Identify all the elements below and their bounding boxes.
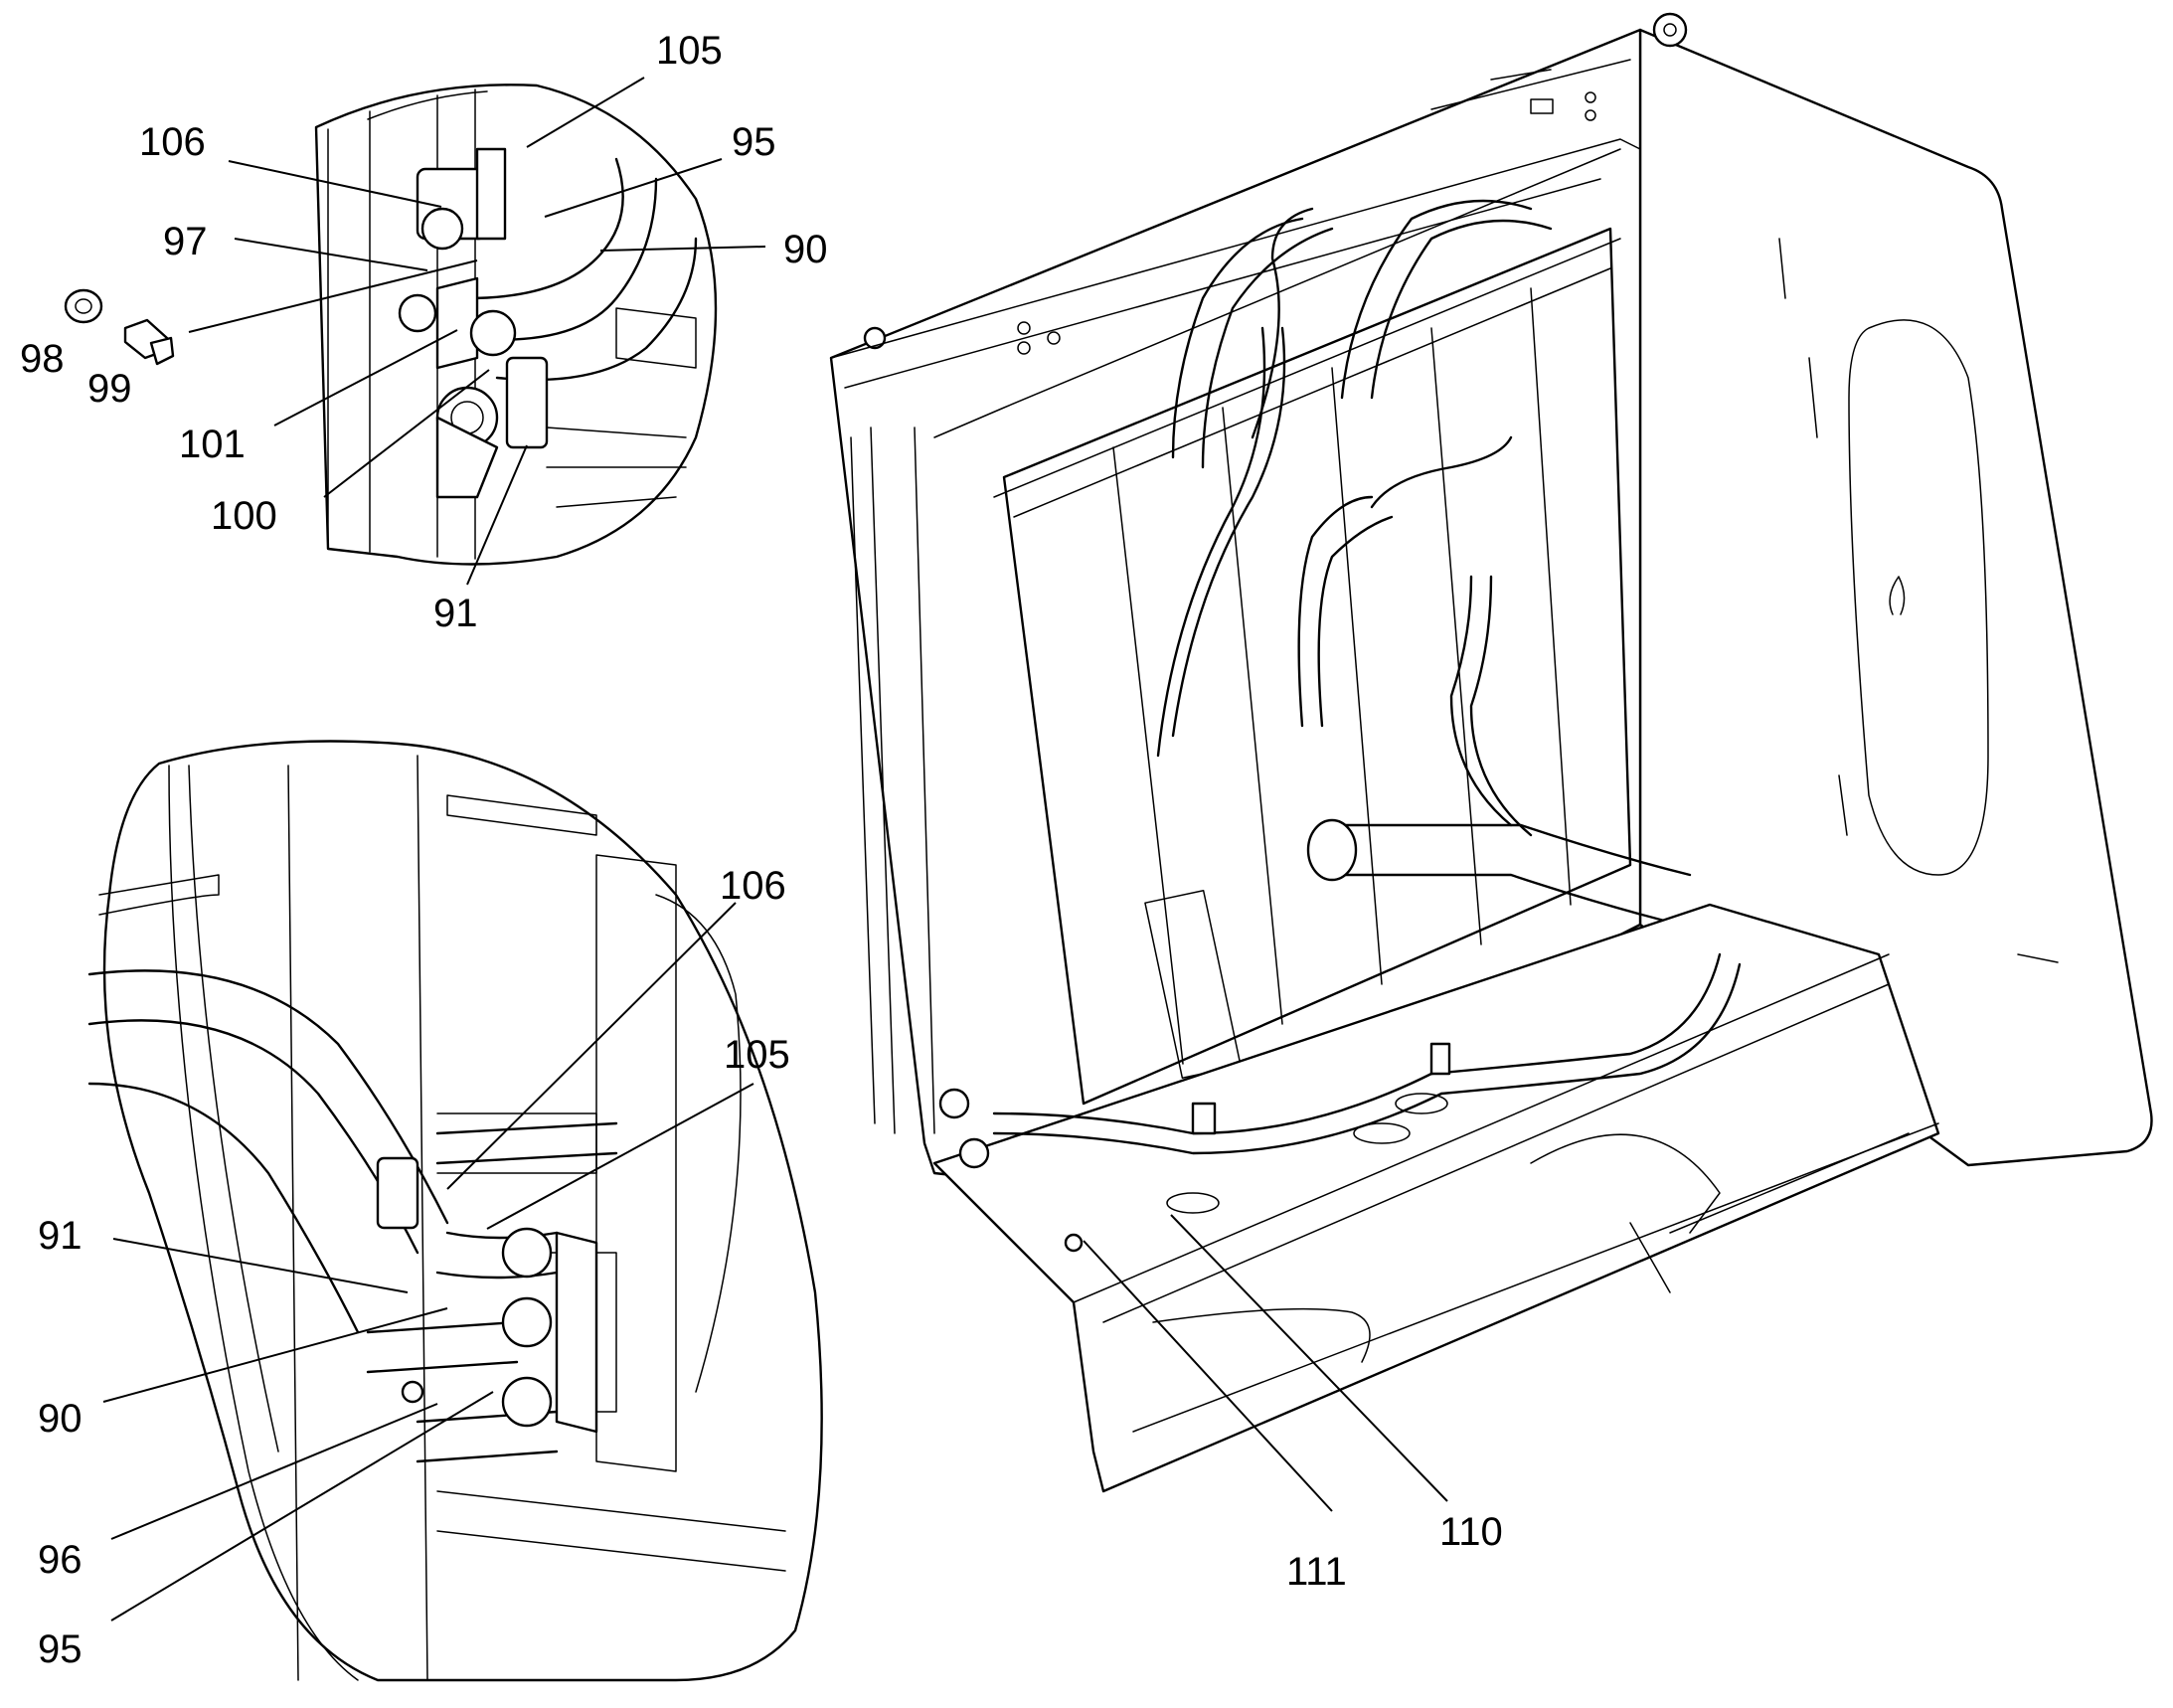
bottom-callout-91: 91 [38, 1214, 83, 1258]
bottom-detail-view: 106 105 91 90 96 95 [38, 740, 823, 1682]
main-assembly-view: 111 110 [829, 12, 2153, 1594]
bottom-callout-105: 105 [724, 1033, 790, 1077]
top-detail-outline [314, 84, 718, 566]
top-callout-105: 105 [656, 29, 723, 73]
top-callout-97: 97 [163, 220, 208, 263]
top-callout-99: 99 [87, 367, 132, 411]
main-callout-110: 110 [1439, 1510, 1503, 1554]
bottom-callout-95: 95 [38, 1627, 83, 1671]
washer-part [64, 288, 103, 324]
radiator-core [1002, 227, 1632, 1106]
top-callout-100: 100 [211, 494, 277, 538]
side-oval-cutout [1848, 319, 1989, 876]
top-callout-95: 95 [732, 120, 776, 164]
bottom-callout-96: 96 [38, 1538, 83, 1582]
bottom-detail-outline [102, 740, 823, 1682]
bottom-callout-90: 90 [38, 1397, 83, 1441]
top-callout-98: 98 [20, 337, 65, 381]
top-callout-91: 91 [433, 592, 478, 635]
top-detail-view: 106 105 95 97 90 98 99 101 100 91 [20, 29, 828, 635]
top-callout-101: 101 [179, 423, 246, 466]
bottom-callout-106: 106 [720, 864, 786, 908]
housing-side-panel [1638, 28, 2153, 1167]
main-callout-111: 111 [1286, 1550, 1347, 1594]
top-callout-106: 106 [139, 120, 206, 164]
top-callout-90: 90 [783, 228, 828, 271]
